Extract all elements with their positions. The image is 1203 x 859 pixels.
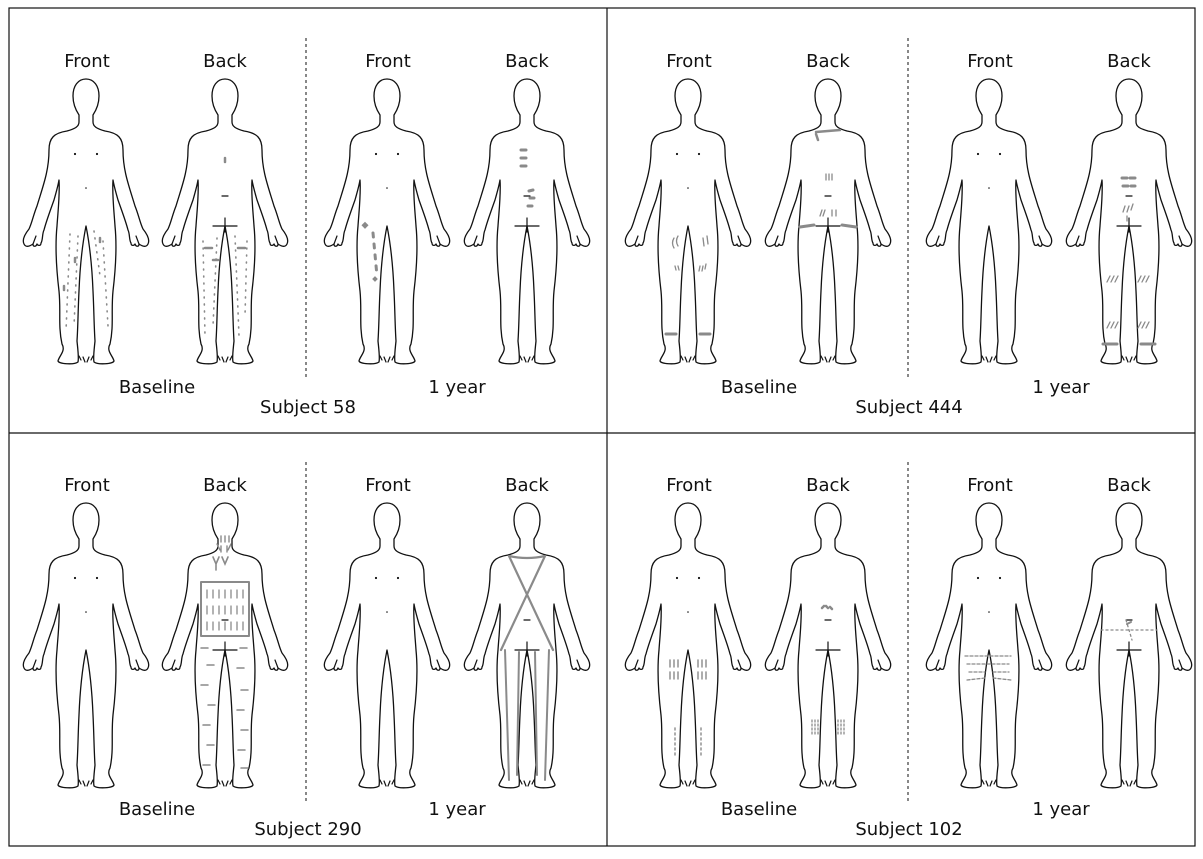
back-label: Back — [203, 51, 247, 72]
body-front-1-year — [926, 79, 1051, 364]
subject-label: Subject 290 — [254, 819, 361, 840]
back-label: Back — [806, 51, 850, 72]
body-front-baseline — [625, 79, 750, 364]
one-year-label: 1 year — [1032, 377, 1090, 398]
front-label: Front — [666, 51, 712, 72]
front-label: Front — [666, 475, 712, 496]
body-back-baseline — [765, 79, 890, 364]
back-label: Back — [505, 475, 549, 496]
one-year-label: 1 year — [1032, 799, 1090, 820]
back-label: Back — [806, 475, 850, 496]
one-year-label: 1 year — [428, 799, 486, 820]
body-back-1-year — [1066, 503, 1191, 788]
body-front-baseline — [23, 79, 148, 364]
front-label: Front — [64, 475, 110, 496]
body-front-baseline — [23, 503, 148, 788]
baseline-label: Baseline — [721, 799, 797, 820]
back-label: Back — [203, 475, 247, 496]
body-back-baseline — [765, 503, 890, 788]
front-label: Front — [64, 51, 110, 72]
subject-label: Subject 444 — [855, 397, 962, 418]
body-back-1-year — [464, 79, 589, 364]
baseline-label: Baseline — [119, 799, 195, 820]
front-label: Front — [967, 51, 1013, 72]
body-back-1-year — [1066, 79, 1191, 364]
body-front-1-year — [324, 503, 449, 788]
body-front-baseline — [625, 503, 750, 788]
baseline-label: Baseline — [721, 377, 797, 398]
body-front-1-year — [324, 79, 449, 364]
front-label: Front — [365, 475, 411, 496]
subject-label: Subject 102 — [855, 819, 962, 840]
subject-label: Subject 58 — [260, 397, 356, 418]
body-back-1-year — [464, 503, 589, 788]
baseline-label: Baseline — [119, 377, 195, 398]
body-back-baseline — [162, 503, 287, 788]
body-back-baseline — [162, 79, 287, 364]
front-label: Front — [365, 51, 411, 72]
back-label: Back — [505, 51, 549, 72]
body-front-1-year — [926, 503, 1051, 788]
back-label: Back — [1107, 51, 1151, 72]
one-year-label: 1 year — [428, 377, 486, 398]
back-label: Back — [1107, 475, 1151, 496]
front-label: Front — [967, 475, 1013, 496]
